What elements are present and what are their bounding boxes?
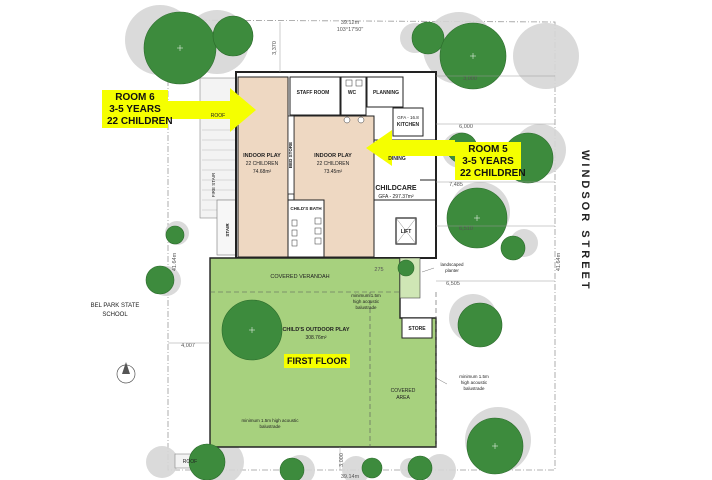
- planter-note-1: landscaped: [440, 262, 464, 267]
- store-label: STORE: [408, 326, 426, 332]
- covered-area-label-1: COVERED: [391, 388, 416, 394]
- wc-label: WC: [348, 90, 357, 96]
- tree-centres: [177, 45, 498, 449]
- dim-right-boundary: 41.64m: [556, 252, 562, 271]
- balustrade-bottom-note-2: balustrade: [259, 424, 281, 429]
- dim-3000-bottom: 3,000: [339, 453, 345, 467]
- childcare-gfa-label: GFA - 297.37m²: [378, 194, 414, 200]
- childs-bath-label: CHILD'S BATH: [290, 206, 321, 211]
- balustrade-top-note-2: high acoustic: [353, 299, 380, 304]
- roof-top-label: ROOF: [211, 113, 225, 119]
- dim-3000-top: 3,000: [463, 76, 477, 82]
- north-point-icon: [116, 362, 136, 384]
- room6-callout: ROOM 6 3-5 YEARS 22 CHILDREN: [102, 90, 173, 128]
- dim-3370: 3,370: [272, 41, 278, 55]
- room6-title: ROOM 6: [115, 92, 155, 103]
- indoor-play-right-area: 73.45m²: [324, 169, 343, 175]
- fixtures: [291, 79, 365, 247]
- lift-label: LIFT: [401, 229, 412, 235]
- planning-label: PLANNING: [373, 90, 399, 96]
- outdoor-play-label: CHILD'S OUTDOOR PLAY: [282, 327, 349, 333]
- indoor-play-right-name: INDOOR PLAY: [314, 153, 352, 159]
- planter-note-2: planter: [445, 268, 459, 273]
- dim-6505: 6,505: [446, 281, 460, 287]
- staff-room: [289, 76, 341, 116]
- street-name-text: WINDSOR STREET: [579, 150, 591, 292]
- room6-age: 3-5 YEARS: [109, 104, 161, 115]
- room5-age: 3-5 YEARS: [462, 156, 514, 167]
- store: [401, 317, 433, 339]
- room5-arrow: [366, 130, 455, 166]
- bed-store: [287, 115, 295, 195]
- balustrade-top-note-3: balustrade: [355, 305, 377, 310]
- room6-children: 22 CHILDREN: [107, 116, 173, 127]
- first-floor-label: FIRST FLOOR: [284, 354, 350, 368]
- room5-title: ROOM 5: [468, 144, 508, 155]
- outdoor-play-area-label: 308.76m²: [305, 335, 326, 341]
- kitchen-room: [392, 107, 424, 137]
- balustrade-top-note-1: minimum 1.5m: [351, 293, 381, 298]
- bed-store-label: BED STORE: [288, 142, 293, 168]
- kitchen-gfa-label: GFA - 16.8: [397, 115, 419, 120]
- dim-bottom-boundary: 39.14m: [341, 474, 360, 480]
- childcare-label: CHILDCARE: [375, 185, 417, 192]
- stair-label: STAIR: [225, 223, 230, 237]
- room5-callout: ROOM 5 3-5 YEARS 22 CHILDREN: [455, 142, 526, 180]
- roof-bottom-label: ROOF: [183, 459, 197, 465]
- dim-left-boundary: 41.64m: [172, 252, 178, 271]
- room6-arrow: [168, 88, 256, 132]
- school-label-2: SCHOOL: [102, 312, 128, 318]
- indoor-play-left-children: 22 CHILDREN: [246, 161, 279, 167]
- dim-4007: 4,007: [181, 343, 195, 349]
- dim-6000: 6,000: [459, 124, 473, 130]
- balustrade-right-note-3: balustrade: [463, 386, 485, 391]
- balustrade-bottom-note-1: minimum 1.5m high acoustic: [241, 418, 299, 423]
- kitchen-label: KITCHEN: [397, 122, 420, 128]
- covered-verandah-label: COVERED VERANDAH: [270, 274, 329, 280]
- school-label-1: BEL PARK STATE: [91, 303, 140, 309]
- dim-6510: 6,510: [459, 226, 473, 232]
- covered-area-label-2: AREA: [396, 395, 410, 401]
- indoor-play-left-name: INDOOR PLAY: [243, 153, 281, 159]
- site-boundary: [167, 19, 556, 471]
- dimension-lines: [168, 22, 555, 470]
- fire-stair-label: FIRE STAIR: [211, 172, 216, 197]
- staff-room-label: STAFF ROOM: [297, 90, 330, 96]
- indoor-play-left-area: 74.68m²: [253, 169, 272, 175]
- indoor-play-right-children: 22 CHILDREN: [317, 161, 350, 167]
- dim-top-bearing: 103°17'50": [337, 27, 364, 33]
- street-name: WINDSOR STREET: [577, 150, 593, 340]
- balustrade-right-note-2: high acoustic: [461, 380, 488, 385]
- dim-275: 275: [374, 267, 383, 273]
- dim-7485: 7,485: [449, 182, 463, 188]
- dim-top-boundary: 39.12m: [341, 20, 360, 26]
- balustrade-right-note-1: minimum 1.5m: [459, 374, 489, 379]
- planning-room: [366, 76, 404, 108]
- room5-children: 22 CHILDREN: [460, 168, 526, 179]
- dining-label: DINING: [388, 156, 406, 162]
